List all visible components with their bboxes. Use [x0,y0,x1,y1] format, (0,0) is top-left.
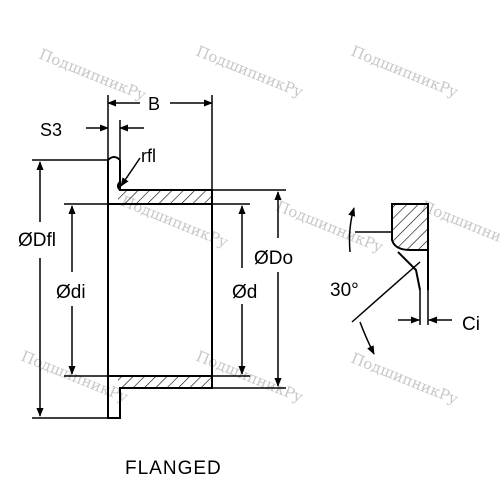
label-di: Ødi [56,282,86,303]
watermark-2: ПодшипникРу [194,42,306,101]
lower-wall-hatch [118,376,212,388]
label-d: Ød [232,282,257,303]
angle-leader [351,261,421,323]
dim-d [212,203,250,377]
label-s3: S3 [40,120,62,140]
dim-rfl [120,157,141,187]
caption-flanged: FLANGED [125,458,222,479]
label-b: B [148,94,160,114]
upper-flange-cap [107,156,121,161]
flange-radius [117,181,121,191]
dim-dfl [32,159,108,419]
chamfer-detail [348,203,452,355]
bushing-section [107,156,213,419]
dim-s3 [86,120,144,160]
angle-arc-lower [359,321,375,355]
label-dfl: ØDfl [18,230,56,251]
watermark-1: ПодшипникРу [37,45,149,104]
angle-arc [348,207,356,253]
watermark-6: ПодшипникРу [419,197,500,256]
dim-di [64,203,108,377]
watermark-3: ПодшипникРу [349,42,461,101]
dim-do [212,189,286,389]
label-rfl: rfl [141,146,156,166]
label-angle: 30° [330,280,359,301]
label-do: ØDo [254,248,293,269]
upper-wall-hatch [118,190,212,204]
label-ci: Ci [462,314,480,335]
chamfer-section [391,203,429,251]
rfl-leader [120,157,141,187]
watermark-9: ПодшипникРу [349,349,461,408]
chamfer-edge [397,251,421,291]
